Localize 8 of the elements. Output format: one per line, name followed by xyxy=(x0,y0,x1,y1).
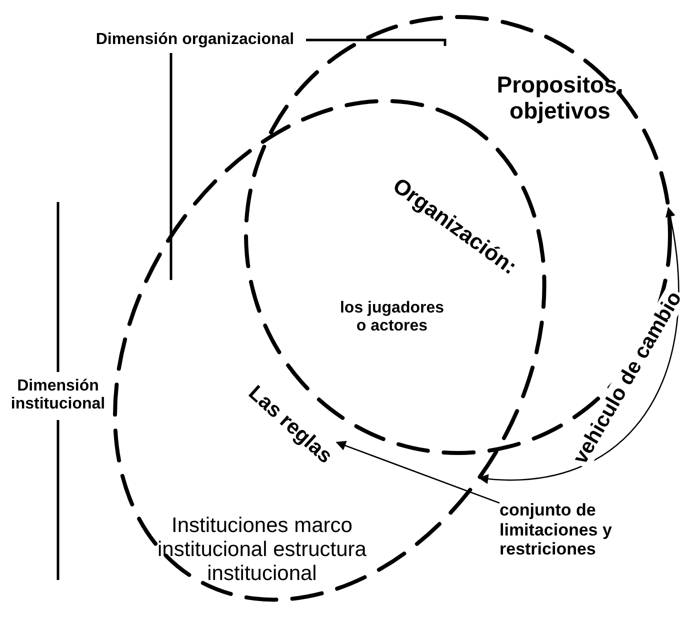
dimension-label: Dimensión organizacional xyxy=(94,30,296,50)
label-text: conjunto de limitaciones y restriciones xyxy=(500,500,613,560)
label-text: Instituciones marco institucional estructura institucional xyxy=(156,514,368,586)
label-text: Propositos, objetivos xyxy=(496,72,624,124)
dimension-label: Dimensión institucional xyxy=(10,378,106,414)
arrow xyxy=(336,440,500,504)
label-text: los jugadores o actores xyxy=(338,300,446,336)
arrow xyxy=(478,206,680,484)
